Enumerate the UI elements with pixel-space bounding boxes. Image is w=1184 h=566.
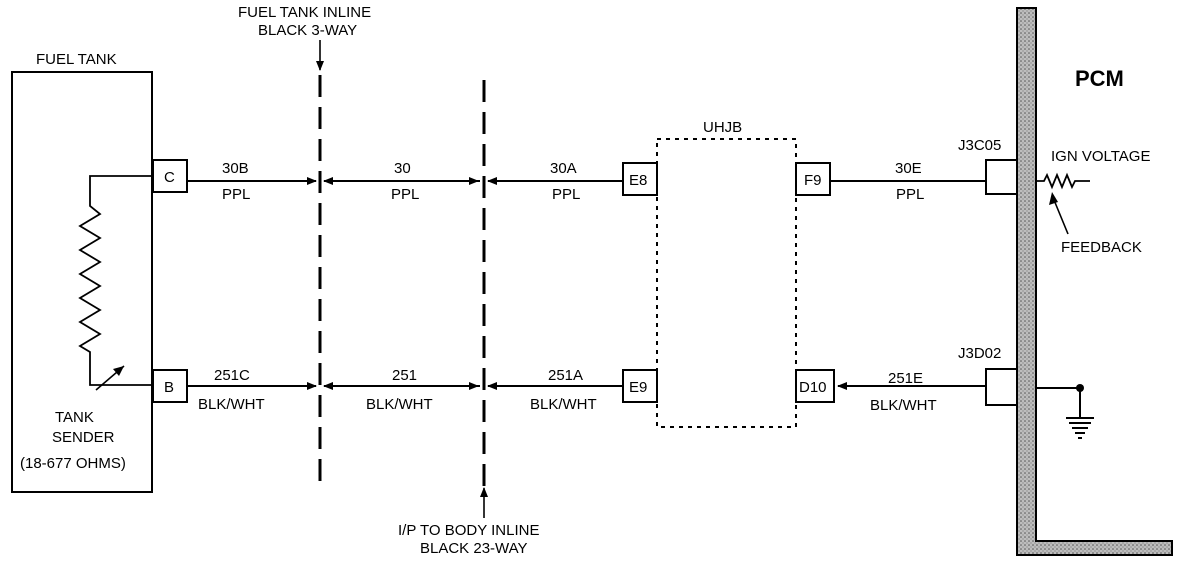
ign-voltage-label: IGN VOLTAGE: [1051, 148, 1150, 165]
pcm-housing: [1016, 7, 1173, 556]
feedback-arrow: [1049, 192, 1069, 235]
fuel-tank-box: [11, 71, 153, 493]
feedback-label: FEEDBACK: [1061, 239, 1142, 256]
pin-b-label: B: [164, 379, 174, 396]
wire-30e-number: 30E: [895, 160, 922, 177]
tank-sender-label-3: (18-677 OHMS): [20, 455, 126, 472]
j3d02-connector: [985, 368, 1018, 406]
wire-251-number: 251: [392, 367, 417, 384]
pin-e9-label: E9: [629, 379, 647, 396]
tank-sender-label-2: SENDER: [52, 429, 115, 446]
pin-e9-box: [622, 369, 658, 403]
pin-d10-label: D10: [799, 379, 827, 396]
tank-sender-resistor: [78, 175, 155, 386]
pin-c-box: [152, 159, 188, 193]
j3c05-connector: [985, 159, 1018, 195]
inline2-label-2: BLACK 23-WAY: [420, 540, 528, 557]
wire-251a-color: BLK/WHT: [530, 396, 597, 413]
wire-30-number: 30: [394, 160, 411, 177]
wire-30a-color: PPL: [552, 186, 580, 203]
wire-251c-number: 251C: [214, 367, 250, 384]
ground-icon: [1036, 387, 1094, 439]
pin-f9-label: F9: [804, 172, 822, 189]
ground-junction-dot: [1076, 384, 1084, 392]
inline1-label-2: BLACK 3-WAY: [258, 22, 357, 39]
sender-wiper-arrow: [95, 365, 125, 391]
inline2-label-1: I/P TO BODY INLINE: [398, 522, 539, 539]
uhjb-box: [656, 138, 797, 428]
wire-251e-number: 251E: [888, 370, 923, 387]
wire-251e-color: BLK/WHT: [870, 397, 937, 414]
wire-30-color: PPL: [391, 186, 419, 203]
wire-30b-color: PPL: [222, 186, 250, 203]
pin-d10-box: [795, 369, 835, 403]
wire-30a-number: 30A: [550, 160, 577, 177]
pin-e8-label: E8: [629, 172, 647, 189]
uhjb-label: UHJB: [703, 119, 742, 136]
tank-sender-label-1: TANK: [55, 409, 94, 426]
inline1-label-1: FUEL TANK INLINE: [238, 4, 371, 21]
wire-30e-color: PPL: [896, 186, 924, 203]
ign-voltage-resistor: [1036, 172, 1090, 190]
wire-251a-number: 251A: [548, 367, 583, 384]
pin-f9-box: [795, 162, 831, 196]
pcm-label: PCM: [1075, 66, 1124, 91]
pin-e8-box: [622, 162, 658, 196]
wire-30b-number: 30B: [222, 160, 249, 177]
wire-251-color: BLK/WHT: [366, 396, 433, 413]
j3c05-label: J3C05: [958, 137, 1001, 154]
wire-251c-color: BLK/WHT: [198, 396, 265, 413]
pin-c-label: C: [164, 169, 175, 186]
j3d02-label: J3D02: [958, 345, 1001, 362]
fuel-tank-label: FUEL TANK: [36, 51, 117, 68]
